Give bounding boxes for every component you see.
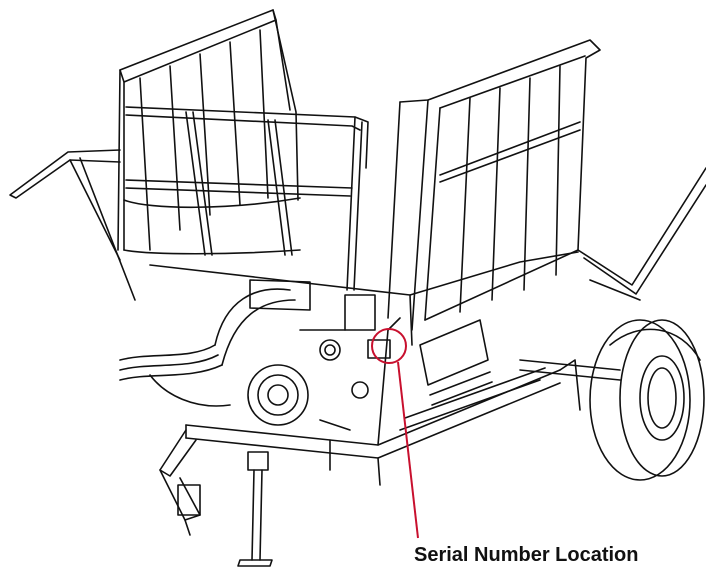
hitch-tongue (159, 429, 201, 536)
right-tub-wall (387, 39, 601, 331)
left-tub-wall (117, 9, 301, 255)
main-frame (149, 251, 581, 486)
hydraulic-hoses (119, 288, 296, 407)
left-wing (9, 149, 136, 301)
control-panel (344, 294, 493, 406)
gearbox (247, 279, 369, 431)
right-wing (577, 167, 706, 301)
wheel (589, 319, 705, 481)
serial-number-location-label: Serial Number Location (414, 544, 639, 566)
callout-leader-line (397, 361, 419, 539)
front-guard-rails (125, 106, 369, 291)
serial-number-callout (371, 328, 419, 539)
serial-number-marker (371, 328, 407, 364)
axle (519, 359, 621, 381)
parking-jack (237, 451, 273, 567)
